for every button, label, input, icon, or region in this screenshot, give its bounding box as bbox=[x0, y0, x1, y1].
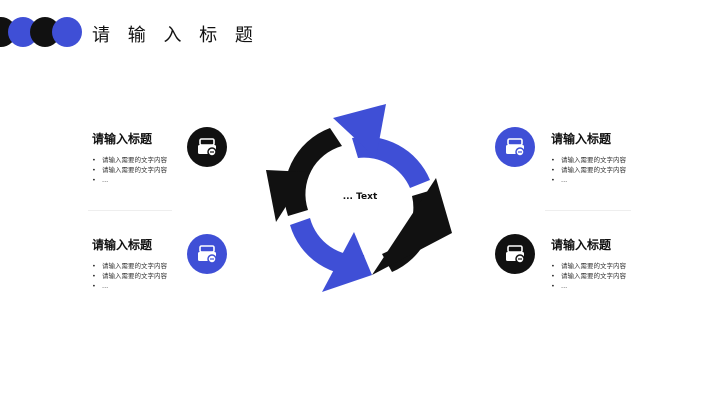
info-block-right-top: 请输入标题 请输入需要的文字内容 请输入需要的文字内容 ... bbox=[551, 131, 671, 185]
center-label: ... Text bbox=[342, 192, 378, 202]
info-block-left-bottom: 请输入标题 请输入需要的文字内容 请输入需要的文字内容 ... bbox=[92, 237, 212, 291]
bullet-item: ... bbox=[92, 281, 212, 291]
bullet-list: 请输入需要的文字内容 请输入需要的文字内容 ... bbox=[551, 155, 671, 185]
bullet-item: ... bbox=[92, 175, 212, 185]
badge-accent bbox=[495, 127, 535, 167]
bullet-list: 请输入需要的文字内容 请输入需要的文字内容 ... bbox=[551, 261, 671, 291]
cycle-arrow-right bbox=[372, 178, 452, 275]
bullet-item: ... bbox=[551, 281, 671, 291]
cycle-arrow-bottom bbox=[290, 218, 372, 292]
block-title: 请输入标题 bbox=[92, 238, 153, 252]
bullet-item: 请输入需要的文字内容 bbox=[551, 261, 671, 271]
cycle-arrow-left bbox=[266, 128, 342, 222]
bullet-item: 请输入需要的文字内容 bbox=[551, 165, 671, 175]
bullet-item: 请输入需要的文字内容 bbox=[92, 165, 212, 175]
basket-icon bbox=[506, 138, 525, 157]
info-block-left-top: 请输入标题 请输入需要的文字内容 请输入需要的文字内容 ... bbox=[92, 131, 212, 185]
block-title: 请输入标题 bbox=[92, 132, 153, 146]
bullet-list: 请输入需要的文字内容 请输入需要的文字内容 ... bbox=[92, 155, 212, 185]
badge-dark bbox=[495, 234, 535, 274]
header-decoration bbox=[0, 17, 96, 47]
block-title: 请输入标题 bbox=[551, 238, 612, 252]
bullet-item: 请输入需要的文字内容 bbox=[551, 155, 671, 165]
info-block-right-bottom: 请输入标题 请输入需要的文字内容 请输入需要的文字内容 ... bbox=[551, 237, 671, 291]
bullet-item: 请输入需要的文字内容 bbox=[92, 155, 212, 165]
basket-icon bbox=[198, 245, 217, 264]
basket-icon bbox=[198, 138, 217, 157]
bullet-item: ... bbox=[551, 175, 671, 185]
bullet-item: 请输入需要的文字内容 bbox=[92, 261, 212, 271]
page-title: 请 输 入 标 题 bbox=[92, 25, 259, 46]
bullet-item: 请输入需要的文字内容 bbox=[92, 271, 212, 281]
decor-dot bbox=[52, 17, 82, 47]
badge-accent bbox=[187, 234, 227, 274]
divider bbox=[88, 210, 172, 211]
cycle-arrow-top bbox=[333, 104, 430, 188]
bullet-item: 请输入需要的文字内容 bbox=[551, 271, 671, 281]
block-title: 请输入标题 bbox=[551, 132, 612, 146]
badge-dark bbox=[187, 127, 227, 167]
divider bbox=[545, 210, 631, 211]
basket-icon bbox=[506, 245, 525, 264]
bullet-list: 请输入需要的文字内容 请输入需要的文字内容 ... bbox=[92, 261, 212, 291]
